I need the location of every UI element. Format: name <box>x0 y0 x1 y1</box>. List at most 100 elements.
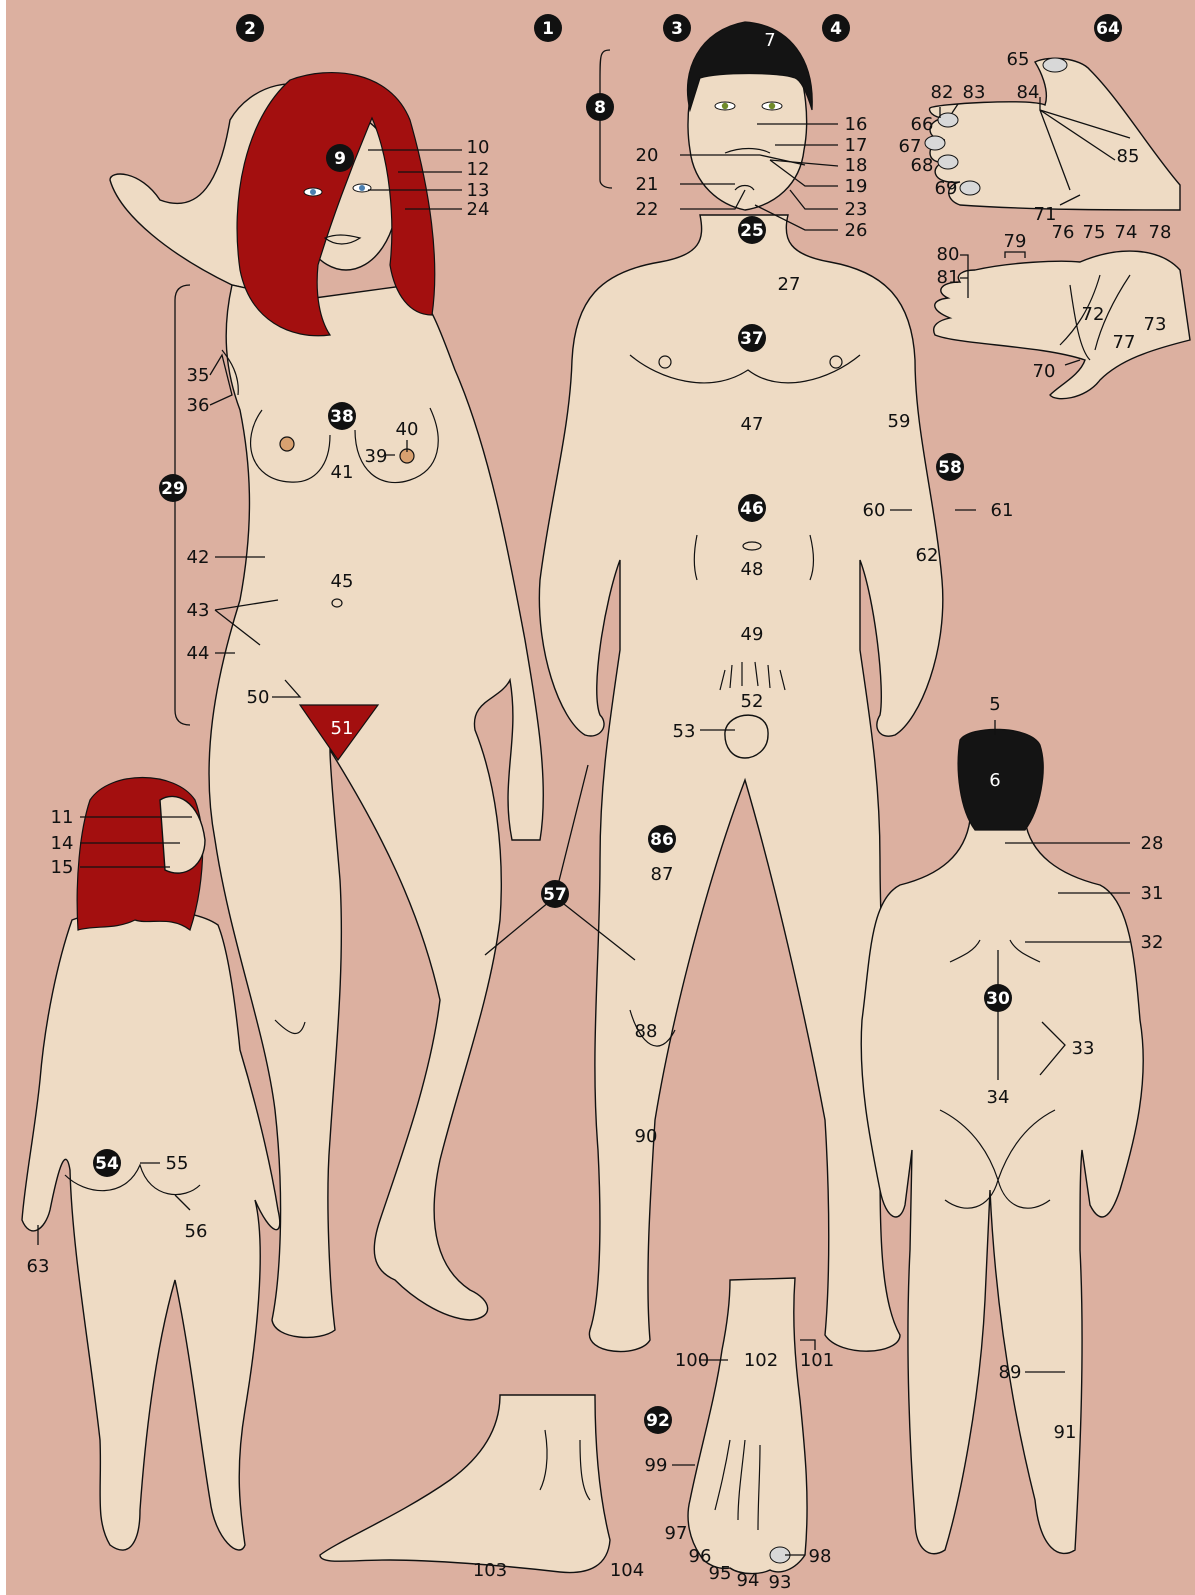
label-65: 65 <box>1007 49 1030 70</box>
badge-46: 46 <box>740 499 764 519</box>
label-87: 87 <box>651 864 674 885</box>
label-62: 62 <box>916 545 939 566</box>
label-39: 39 <box>365 446 388 467</box>
label-53: 53 <box>673 721 696 742</box>
label-34: 34 <box>987 1087 1010 1108</box>
label-31: 31 <box>1141 883 1164 904</box>
label-96: 96 <box>689 1546 712 1567</box>
label-52: 52 <box>741 691 764 712</box>
badge-57: 57 <box>543 885 567 905</box>
label-90: 90 <box>635 1126 658 1147</box>
label-32: 32 <box>1141 932 1164 953</box>
label-74: 74 <box>1115 222 1138 243</box>
left-margin <box>0 0 6 1595</box>
label-83: 83 <box>963 82 986 103</box>
label-80: 80 <box>937 244 960 265</box>
label-104: 104 <box>610 1560 644 1581</box>
label-97: 97 <box>665 1523 688 1544</box>
label-16: 16 <box>845 114 868 135</box>
label-73: 73 <box>1144 314 1167 335</box>
label-28: 28 <box>1141 833 1164 854</box>
label-85: 85 <box>1117 146 1140 167</box>
label-23: 23 <box>845 199 868 220</box>
badge-29: 29 <box>161 479 185 499</box>
label-103: 103 <box>473 1560 507 1581</box>
label-98: 98 <box>809 1546 832 1567</box>
female-iris-right <box>359 185 365 191</box>
badge-58: 58 <box>938 458 962 478</box>
label-7: 7 <box>764 30 775 51</box>
label-93: 93 <box>769 1572 792 1593</box>
label-94: 94 <box>737 1570 760 1591</box>
label-13: 13 <box>467 180 490 201</box>
badge-30: 30 <box>986 989 1010 1009</box>
fingernail-middle <box>925 136 945 150</box>
badge-8: 8 <box>594 98 606 118</box>
label-100: 100 <box>675 1350 709 1371</box>
label-84: 84 <box>1017 82 1040 103</box>
label-95: 95 <box>709 1563 732 1584</box>
fingernail-index <box>938 113 958 127</box>
label-44: 44 <box>187 643 210 664</box>
label-51: 51 <box>331 718 354 739</box>
label-21: 21 <box>636 174 659 195</box>
label-99: 99 <box>645 1455 668 1476</box>
label-15: 15 <box>51 857 74 878</box>
label-70: 70 <box>1033 361 1056 382</box>
label-43: 43 <box>187 600 210 621</box>
label-27: 27 <box>778 274 801 295</box>
badge-9: 9 <box>334 149 346 169</box>
label-89: 89 <box>999 1362 1022 1383</box>
fingernail-little <box>960 181 980 195</box>
male-iris-left <box>722 103 728 109</box>
label-101: 101 <box>800 1350 834 1371</box>
label-36: 36 <box>187 395 210 416</box>
badge-25: 25 <box>740 221 764 241</box>
label-6: 6 <box>989 770 1000 791</box>
label-12: 12 <box>467 159 490 180</box>
label-26: 26 <box>845 220 868 241</box>
male-iris-right <box>769 103 775 109</box>
label-68: 68 <box>911 155 934 176</box>
label-56: 56 <box>185 1221 208 1242</box>
label-77: 77 <box>1113 332 1136 353</box>
badge-2: 2 <box>244 19 256 39</box>
label-20: 20 <box>636 145 659 166</box>
label-17: 17 <box>845 135 868 156</box>
badge-3: 3 <box>671 19 683 39</box>
badge-1: 1 <box>542 19 554 39</box>
label-48: 48 <box>741 559 764 580</box>
badge-37: 37 <box>740 329 764 349</box>
label-59: 59 <box>888 411 911 432</box>
label-60: 60 <box>863 500 886 521</box>
label-88: 88 <box>635 1021 658 1042</box>
badge-86: 86 <box>650 830 674 850</box>
label-72: 72 <box>1082 304 1105 325</box>
female-iris-left <box>310 189 316 195</box>
label-82: 82 <box>931 82 954 103</box>
label-63: 63 <box>27 1256 50 1277</box>
thumbnail <box>1043 58 1067 72</box>
label-61: 61 <box>991 500 1014 521</box>
label-55: 55 <box>166 1153 189 1174</box>
male-genitals <box>725 715 768 758</box>
label-10: 10 <box>467 137 490 158</box>
label-40: 40 <box>396 419 419 440</box>
label-11: 11 <box>51 807 74 828</box>
label-42: 42 <box>187 547 210 568</box>
label-5: 5 <box>989 694 1000 715</box>
label-35: 35 <box>187 365 210 386</box>
label-78: 78 <box>1149 222 1172 243</box>
label-45: 45 <box>331 571 354 592</box>
female-nipple-left <box>280 437 294 451</box>
label-102: 102 <box>744 1350 778 1371</box>
label-91: 91 <box>1054 1422 1077 1443</box>
label-79: 79 <box>1004 231 1027 252</box>
label-33: 33 <box>1072 1038 1095 1059</box>
badge-64: 64 <box>1096 19 1120 39</box>
label-49: 49 <box>741 624 764 645</box>
badge-92: 92 <box>646 1411 670 1431</box>
label-24: 24 <box>467 199 490 220</box>
